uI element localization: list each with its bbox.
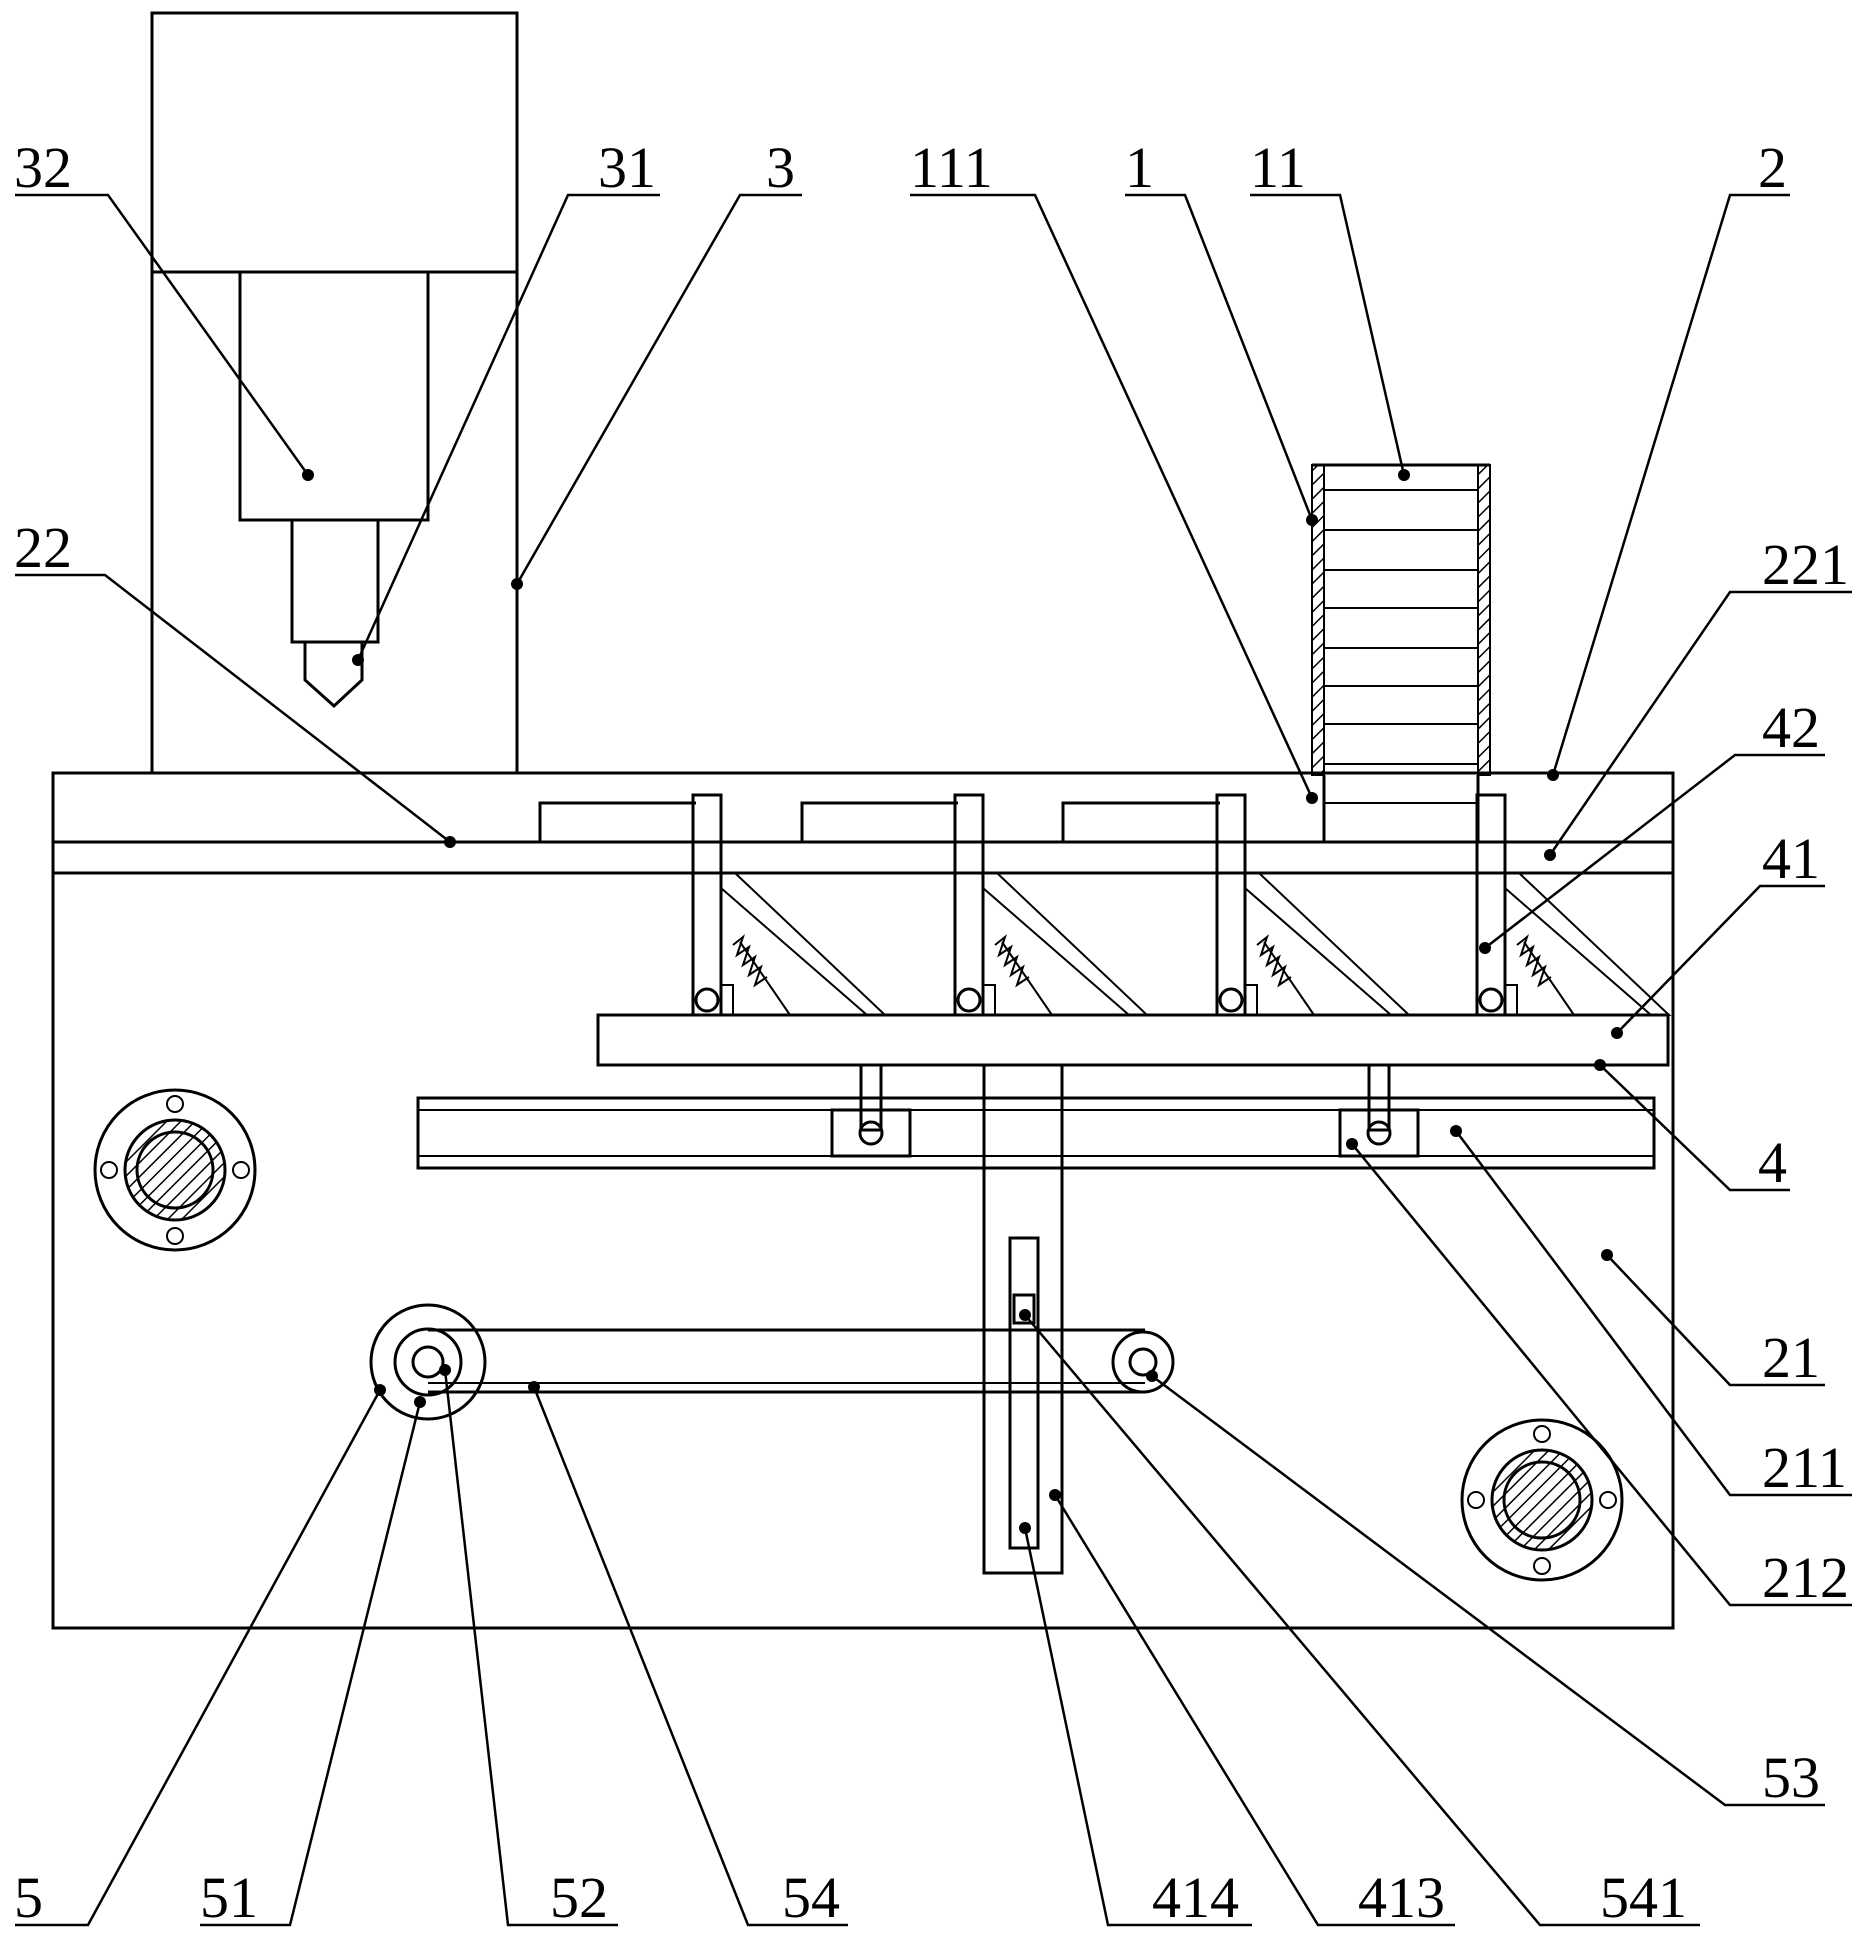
label-31: 31 (352, 135, 660, 666)
workpieces (538, 801, 1220, 842)
svg-text:51: 51 (200, 1865, 258, 1930)
svg-text:3: 3 (766, 135, 795, 200)
slide-rail (416, 1096, 1656, 1170)
label-21: 21 (1601, 1249, 1825, 1390)
label-42: 42 (1479, 695, 1825, 954)
label-5: 5 (14, 1384, 386, 1930)
label-22: 22 (14, 515, 456, 848)
label-32: 32 (14, 135, 314, 481)
label-414: 414 (1019, 1522, 1252, 1930)
svg-text:212: 212 (1762, 1545, 1849, 1610)
pusher-2 (953, 793, 1150, 1017)
label-413: 413 (1049, 1489, 1455, 1930)
label-11: 11 (1250, 135, 1410, 481)
svg-text:42: 42 (1762, 695, 1820, 760)
pusher-3 (1215, 793, 1412, 1017)
label-1: 1 (1125, 135, 1318, 526)
crank-pin (1012, 1293, 1036, 1325)
hopper (1311, 463, 1491, 842)
svg-text:111: 111 (910, 135, 993, 200)
belt (428, 1328, 1145, 1394)
svg-text:31: 31 (598, 135, 656, 200)
bearing-left (93, 1088, 257, 1252)
label-52: 52 (439, 1364, 618, 1930)
svg-text:22: 22 (14, 515, 72, 580)
svg-text:221: 221 (1762, 532, 1849, 597)
svg-text:32: 32 (14, 135, 72, 200)
svg-text:52: 52 (550, 1865, 608, 1930)
label-51: 51 (200, 1396, 426, 1930)
drill-motor (238, 270, 430, 522)
label-3: 3 (511, 135, 802, 590)
svg-text:541: 541 (1600, 1865, 1687, 1930)
svg-text:21: 21 (1762, 1325, 1820, 1390)
label-211: 211 (1450, 1125, 1852, 1500)
main-body (51, 771, 1675, 1630)
drill-bit (290, 518, 380, 709)
slider-left (830, 1063, 912, 1158)
svg-text:1: 1 (1125, 135, 1154, 200)
bearing-right (1460, 1418, 1624, 1582)
drill-frame (150, 11, 519, 775)
svg-text:53: 53 (1762, 1745, 1820, 1810)
label-221: 221 (1544, 532, 1852, 861)
label-541: 541 (1019, 1309, 1700, 1930)
label-4: 4 (1594, 1059, 1790, 1195)
label-53: 53 (1146, 1370, 1825, 1810)
svg-text:211: 211 (1762, 1435, 1847, 1500)
drive-wheel (369, 1303, 487, 1421)
push-plate (596, 1013, 1670, 1067)
svg-text:414: 414 (1152, 1865, 1239, 1930)
svg-text:4: 4 (1758, 1130, 1787, 1195)
svg-text:2: 2 (1758, 135, 1787, 200)
svg-text:5: 5 (14, 1865, 43, 1930)
label-212: 212 (1346, 1138, 1852, 1610)
label-54: 54 (528, 1381, 848, 1930)
svg-text:54: 54 (782, 1865, 840, 1930)
label-41: 41 (1611, 826, 1825, 1039)
slider-right (1338, 1063, 1420, 1158)
svg-text:413: 413 (1358, 1865, 1445, 1930)
svg-text:11: 11 (1250, 135, 1306, 200)
label-111: 111 (910, 135, 1318, 804)
driven-wheel (1111, 1330, 1175, 1394)
label-2: 2 (1547, 135, 1790, 781)
svg-text:41: 41 (1762, 826, 1820, 891)
pusher-1 (691, 793, 888, 1017)
